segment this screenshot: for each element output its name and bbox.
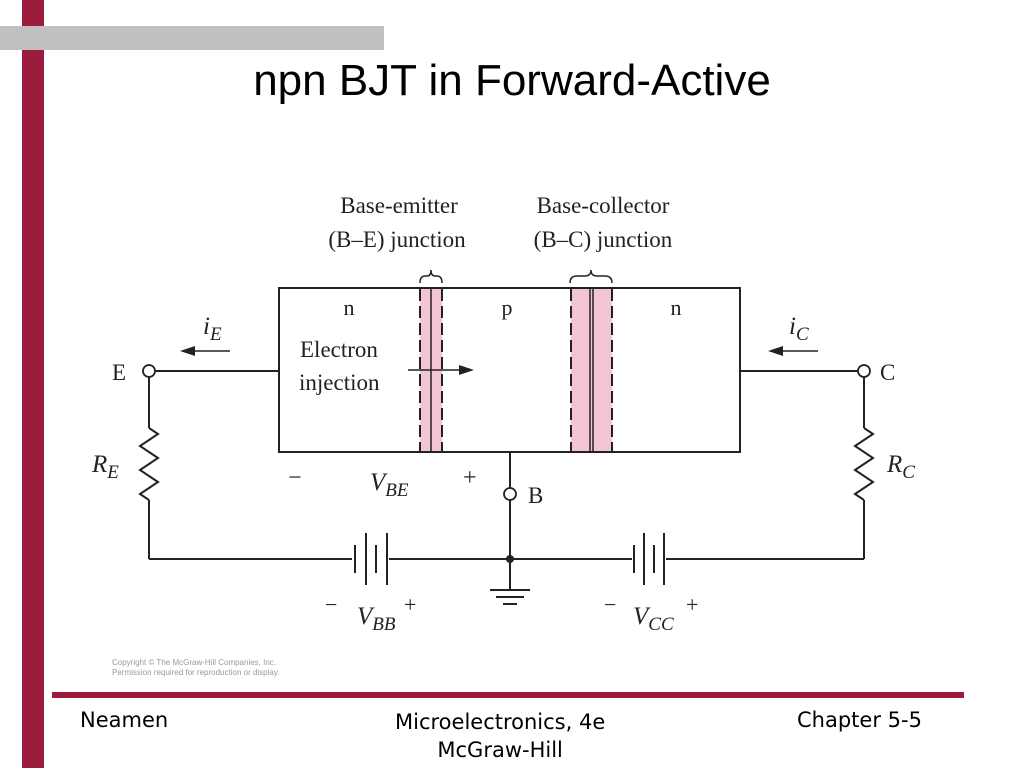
vcc-label: VCC: [633, 603, 674, 635]
top-accent-bar: [0, 26, 384, 50]
resistor-re-zigzag: [138, 427, 160, 501]
footer-book-title: Microelectronics, 4e: [395, 710, 606, 734]
vbe-label: VBE: [370, 469, 409, 501]
electron-label-line2: injection: [299, 370, 380, 395]
region-n-left: n: [344, 295, 355, 320]
be-junction-brace: [419, 269, 443, 284]
vcc-plus: +: [686, 592, 698, 617]
collector-terminal: [857, 364, 871, 378]
bc-junction-label-line2: (B–C) junction: [534, 227, 673, 252]
vcc-minus: −: [604, 592, 616, 617]
electron-injection-arrowhead: [459, 365, 474, 375]
footer-publisher: McGraw-Hill: [437, 738, 563, 762]
vbe-minus: −: [288, 465, 302, 491]
copyright-notice: Copyright © The McGraw-Hill Companies, I…: [112, 658, 279, 678]
emitter-terminal: [142, 364, 156, 378]
copyright-line-2: Permission required for reproduction or …: [112, 668, 280, 677]
region-n-right: n: [671, 295, 682, 320]
slide-title: npn BJT in Forward-Active: [253, 56, 771, 105]
resistor-re-label: RE: [91, 451, 119, 483]
current-ic-label: iC: [789, 313, 809, 345]
footer-divider: [52, 692, 964, 698]
terminal-b-label: B: [528, 483, 543, 508]
resistor-rc-zigzag: [853, 427, 875, 501]
footer-chapter: Chapter 5-5: [797, 708, 922, 732]
bc-junction-brace: [569, 269, 613, 284]
ie-arrowhead: [180, 346, 195, 356]
left-accent-bar: [22, 0, 44, 768]
region-p: p: [502, 295, 513, 320]
current-ie-label: iE: [203, 313, 222, 345]
copyright-line-1: Copyright © The McGraw-Hill Companies, I…: [112, 658, 277, 667]
vbb-plus: +: [404, 592, 416, 617]
base-terminal: [503, 487, 517, 501]
vbb-minus: −: [325, 592, 337, 617]
bc-junction-label-line1: Base-collector: [537, 193, 670, 218]
terminal-e-label: E: [112, 360, 126, 385]
bc-depletion-region: [571, 289, 612, 451]
electron-label-line1: Electron: [300, 337, 378, 362]
be-junction-label-line1: Base-emitter: [340, 193, 458, 218]
footer-book: Microelectronics, 4e McGraw-Hill: [395, 708, 605, 764]
footer-author: Neamen: [80, 708, 169, 732]
ic-arrowhead: [768, 346, 783, 356]
vbb-label: VBB: [357, 603, 396, 635]
terminal-c-label: C: [880, 360, 895, 385]
vbe-plus: +: [463, 465, 477, 491]
resistor-rc-label: RC: [886, 451, 915, 483]
be-junction-label-line2: (B–E) junction: [328, 227, 466, 252]
